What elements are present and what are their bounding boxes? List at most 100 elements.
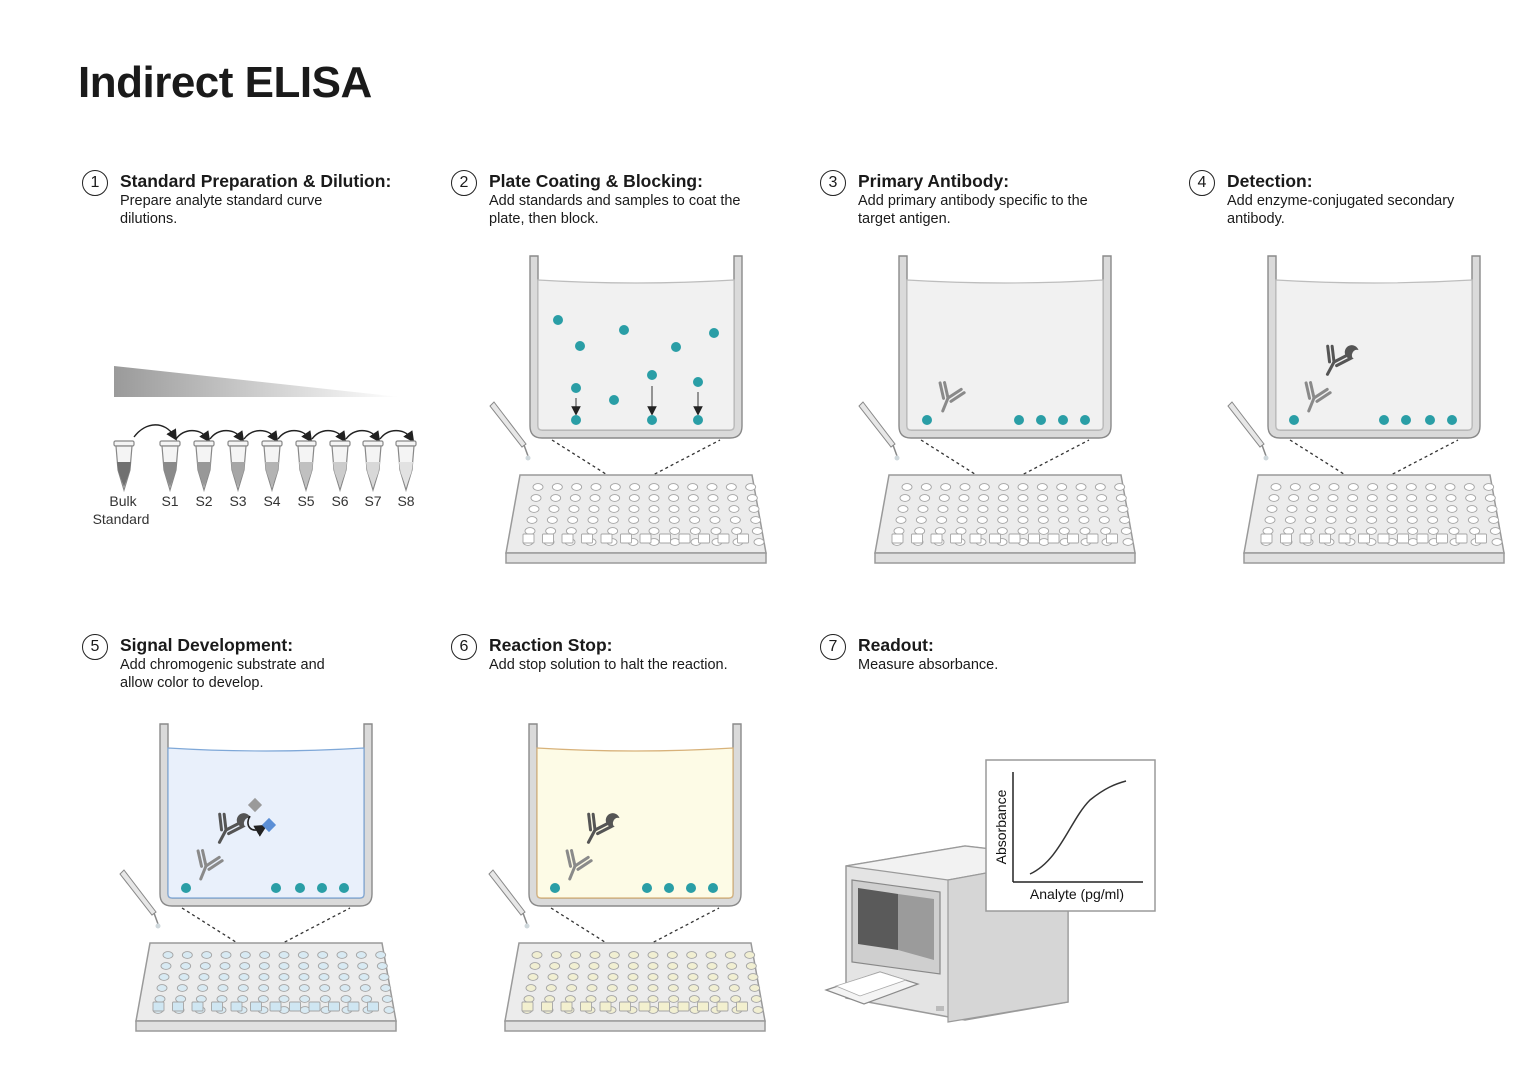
well-liquid [536,747,734,899]
y-axis-label: Absorbance [993,789,1009,864]
antigen [1401,415,1411,425]
microplate [1243,474,1505,564]
substrate [247,797,263,813]
step-description: Add enzyme-conjugated secondary antibody… [1227,193,1455,227]
microplate [874,474,1136,564]
antigen [1058,415,1068,425]
bulk-standard-tube [113,440,135,493]
reaction-arrow [247,815,268,837]
step-heading: Readout: [858,635,934,655]
dilution-arrows [133,424,415,443]
tube-label: S7 [364,493,381,509]
pipette-tip [1227,401,1269,461]
pipette-tip [489,401,531,461]
antigen [575,341,585,351]
dilution-tube [159,440,181,493]
well-liquid [906,279,1104,431]
scene-coating [489,255,767,564]
step-description: Measure absorbance. [858,657,999,673]
antigen [1080,415,1090,425]
pipette-tip [119,869,161,929]
scene-detection [1227,255,1505,564]
antigen [339,883,349,893]
dilution-tube [227,440,249,493]
antigen [647,415,657,425]
step-number: 1 [82,170,108,196]
antigen [686,883,696,893]
antigen [550,883,560,893]
antigen [1036,415,1046,425]
well-liquid [537,279,735,431]
antigen [708,883,718,893]
antigen [693,415,703,425]
step-heading: Plate Coating & Blocking: [489,171,703,191]
dilution-gradient [114,366,400,397]
secondary-antibody [1314,342,1359,382]
dilution-tubes [113,440,417,493]
pipette-tip [488,869,530,929]
antigen [1014,415,1024,425]
pipette-tip [858,401,900,461]
step-heading: Standard Preparation & Dilution: [120,171,392,191]
scene-reaction-stop [488,723,766,1032]
antigen [1289,415,1299,425]
standard-curve [1029,780,1127,875]
antigen [295,883,305,893]
antigen [181,883,191,893]
antigen [671,342,681,352]
tube-label: S2 [195,493,212,509]
antigen [647,370,657,380]
tube-label: S1 [161,493,178,509]
tube-label: S4 [263,493,280,509]
dilution-tube [295,440,317,493]
x-axis-label: Analyte (pg/ml) [1030,886,1124,902]
tube-label: S5 [297,493,314,509]
antigen [709,328,719,338]
step-description: Add primary antibody specific to the tar… [858,193,1088,227]
dilution-tube [395,440,417,493]
step-description: Prepare analyte standard curve dilutions… [120,193,323,227]
product [261,817,277,833]
bulk-label-line2: Standard [93,511,150,527]
microplate [505,474,767,564]
tube-label: S6 [331,493,348,509]
well-liquid [1275,279,1473,431]
antigen [664,883,674,893]
scene-signal-development [119,723,397,1032]
antigen [619,325,629,335]
antigen [271,883,281,893]
antigen [1425,415,1435,425]
step-number: 4 [1189,170,1215,196]
scene-primary-antibody [858,255,1136,564]
step-number: 7 [820,634,846,660]
step-description: Add stop solution to halt the reaction. [489,657,728,673]
step-number: 3 [820,170,846,196]
antigen [317,883,327,893]
secondary-antibody [206,810,251,850]
antigen [571,415,581,425]
antigen [1447,415,1457,425]
step-heading: Signal Development: [120,635,294,655]
antigen [609,395,619,405]
tube-label: S3 [229,493,246,509]
standard-curve-graph: Absorbance Analyte (pg/ml) [985,759,1156,912]
bulk-label-line1: Bulk [109,493,137,509]
step-description: Add chromogenic substrate and allow colo… [120,657,325,691]
step-heading: Reaction Stop: [489,635,613,655]
dilution-tube [261,440,283,493]
antigen [642,883,652,893]
step-number: 5 [82,634,108,660]
page-title: Indirect ELISA [78,58,372,107]
step-heading: Primary Antibody: [858,171,1010,191]
dilution-tube [193,440,215,493]
tube-label: S8 [397,493,414,509]
microplate [504,942,766,1032]
antigen [1379,415,1389,425]
tube-labels: S1 S2 S3 S4 S5 S6 S7 S8 [161,493,414,509]
secondary-antibody [575,810,620,850]
antigen [571,383,581,393]
antigen [922,415,932,425]
step-number: 6 [451,634,477,660]
step-heading: Detection: [1227,171,1313,191]
